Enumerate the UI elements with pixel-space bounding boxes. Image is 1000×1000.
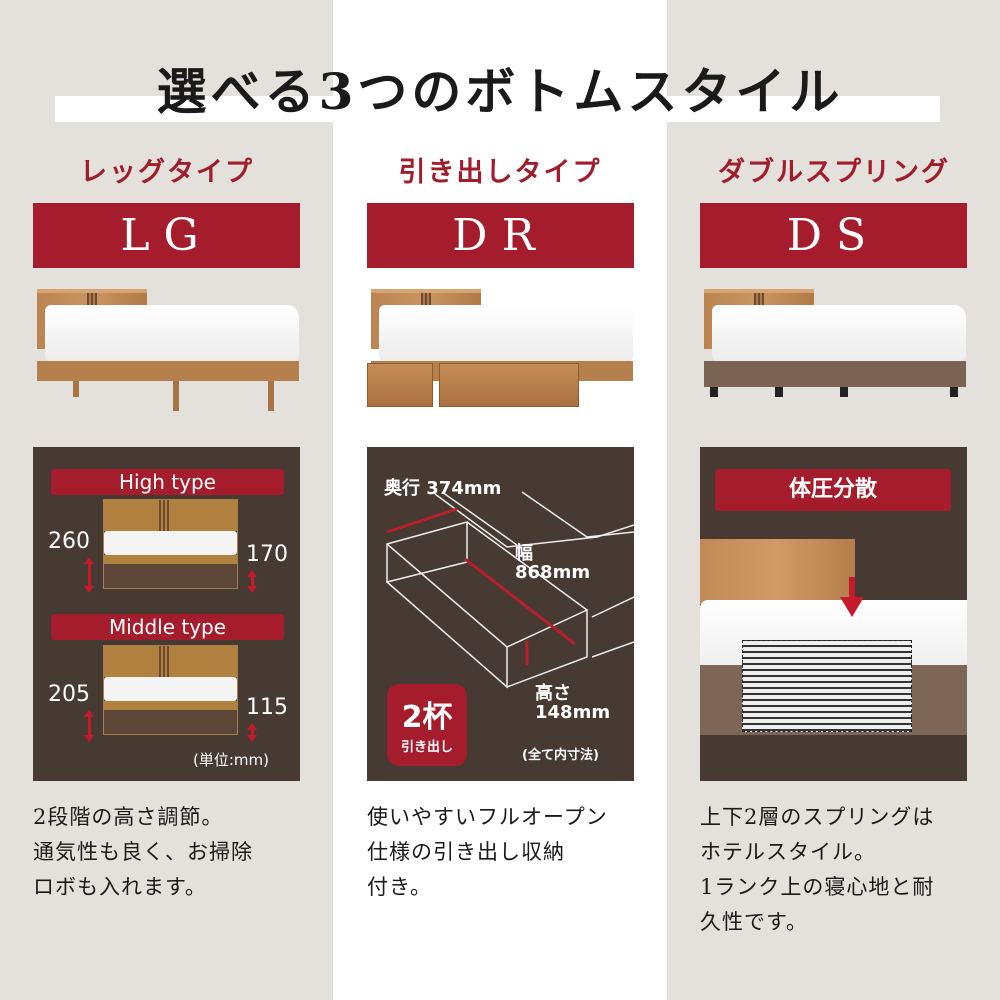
code-band-ds: DS [700, 203, 967, 268]
desc-line: 仕様の引き出し収納 [367, 840, 565, 864]
desc-line: 久性です。 [700, 910, 808, 934]
title-bar [55, 96, 940, 122]
badge-sub: 引き出し [400, 740, 453, 755]
desc-line: 2段階の高さ調節。 [33, 805, 224, 829]
subtitle-ds: ダブルスプリング [718, 157, 950, 188]
dr-drawer-panel: 奥行 374mm 幅 868mm 高さ 148mm 2杯 引き出し (全て内寸法… [367, 447, 634, 781]
desc-line: 上下2層のスプリングは [700, 805, 935, 829]
height-label: 高さ [535, 683, 571, 704]
badge-count: 2杯 [401, 700, 453, 735]
desc-line: 使いやすいフルオープン [367, 805, 608, 829]
pressure-distribution-label: 体圧分散 [715, 469, 951, 511]
width-label: 幅 [515, 543, 533, 564]
pressure-arrow-icon [840, 597, 864, 617]
inner-size-note: (全て内寸法) [522, 748, 599, 763]
high-total-value: 260 [48, 529, 90, 554]
pressure-arrow-shaft [849, 577, 855, 597]
description-ds: 上下2層のスプリングは ホテルスタイル。 1ランク上の寝心地と耐 久性です。 [700, 800, 934, 940]
depth-dimension: 奥行 374mm [384, 478, 502, 499]
spring-diagram [742, 640, 912, 732]
high-type-diagram [103, 499, 238, 589]
height-dimension: 148mm [535, 702, 611, 723]
desc-line: 通気性も良く、お掃除 [33, 840, 253, 864]
middle-type-label: Middle type [51, 614, 284, 640]
description-dr: 使いやすいフルオープン 仕様の引き出し収納 付き。 [367, 800, 608, 905]
desc-line: 付き。 [367, 875, 432, 899]
height-arrow-icon [84, 710, 94, 742]
subtitle-lg: レッグタイプ [80, 157, 254, 188]
high-type-label: High type [51, 469, 284, 495]
description-lg: 2段階の高さ調節。 通気性も良く、お掃除 ロボも入れます。 [33, 800, 253, 905]
headboard [700, 539, 855, 604]
middle-floor-value: 115 [246, 695, 288, 720]
bed-image-lg [33, 285, 300, 415]
code-band-lg: LG [33, 203, 300, 268]
middle-type-diagram [103, 645, 238, 735]
high-floor-value: 170 [246, 542, 288, 567]
desc-line: 1ランク上の寝心地と耐 [700, 875, 935, 899]
height-arrow-icon [247, 570, 257, 593]
drawer-diagram [386, 491, 634, 689]
subtitle-dr: 引き出しタイプ [398, 157, 602, 188]
ds-spring-panel: 体圧分散 [700, 447, 967, 781]
drawer-count-badge: 2杯 引き出し [387, 684, 467, 766]
height-arrow-icon [84, 557, 94, 593]
desc-line: ホテルスタイル。 [700, 840, 876, 864]
middle-total-value: 205 [48, 682, 90, 707]
lg-height-panel: High type 260 170 Middle type 205 115 (単… [33, 447, 300, 781]
desc-line: ロボも入れます。 [33, 875, 207, 899]
unit-note: (単位:mm) [193, 751, 269, 769]
width-dimension: 868mm [515, 562, 591, 583]
bed-image-dr [367, 285, 634, 415]
bed-image-ds [700, 285, 967, 415]
height-arrow-icon [247, 723, 257, 742]
page-title: 選べる3つのボトムスタイル [156, 62, 844, 121]
code-band-dr: DR [367, 203, 634, 268]
